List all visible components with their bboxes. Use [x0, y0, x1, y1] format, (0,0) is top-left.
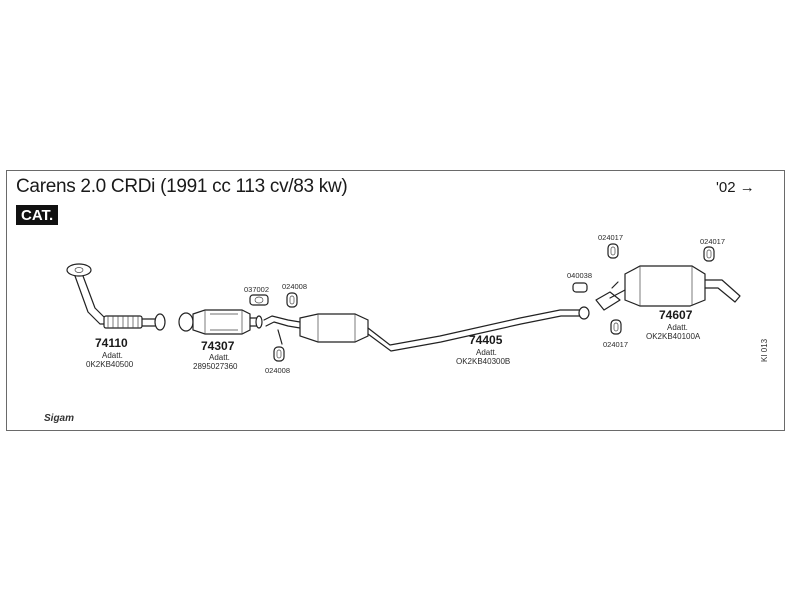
part-oem: OK2KB40100A — [646, 332, 701, 341]
diagram-code: KI 013 — [760, 338, 769, 362]
vehicle-title: Carens 2.0 CRDi (1991 cc 113 cv/83 kw) — [16, 176, 348, 197]
catalyst-74307 — [178, 309, 263, 335]
gasket-040038-icon — [572, 282, 588, 293]
part-number: 74405 — [469, 333, 503, 347]
gasket-037002-icon — [249, 294, 269, 306]
part-oem: 2895027360 — [193, 362, 238, 371]
part-oem: 0K2KB40500 — [86, 360, 134, 369]
hanger-024017-right-icon — [703, 246, 715, 262]
front-pipe-74110 — [66, 263, 166, 331]
hanger-024008-icon — [286, 292, 298, 308]
part-oem: OK2KB40300B — [456, 357, 511, 366]
part-number: 74607 — [659, 308, 693, 322]
part-adapt: Adatt. — [667, 323, 688, 332]
brand-logo: Sigam — [44, 413, 75, 424]
hanger-024017-left-icon — [607, 243, 619, 259]
fitting-ref: 037002 — [244, 285, 270, 294]
model-year: '02 → — [716, 179, 755, 196]
fitting-ref: 024017 — [700, 237, 726, 246]
fitting-ref: 024008 — [282, 282, 308, 291]
fitting-ref: 040038 — [567, 271, 593, 280]
part-adapt: Adatt. — [209, 353, 230, 362]
part-adapt: Adatt. — [476, 348, 497, 357]
part-adapt: Adatt. — [102, 351, 123, 360]
catalyst-badge: CAT. — [16, 205, 59, 225]
fitting-ref: 024017 — [603, 340, 629, 349]
part-number: 74110 — [95, 336, 128, 350]
hanger-024008-lower-icon — [273, 346, 285, 362]
part-number: 74307 — [201, 339, 235, 353]
hanger-024017-lower-icon — [610, 319, 622, 335]
rear-silencer-74607 — [595, 265, 741, 311]
mid-pipe-74405 — [263, 306, 590, 352]
fitting-ref: 024017 — [598, 233, 624, 242]
fitting-ref: 024008 — [265, 366, 291, 375]
